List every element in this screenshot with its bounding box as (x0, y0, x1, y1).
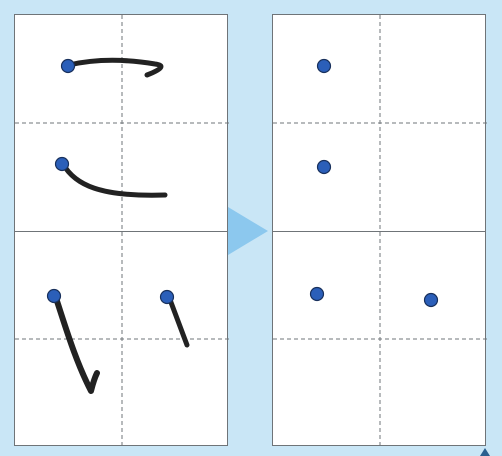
start-point-dot-icon (46, 288, 62, 304)
start-point-dot-icon (54, 156, 70, 172)
stroke-horizontal-hook (66, 57, 164, 78)
example-guide-lines (15, 15, 229, 447)
practice-start-dots (309, 58, 439, 308)
example-strokes-panel (14, 14, 229, 447)
example-start-dots (46, 58, 175, 305)
practice-cells (273, 15, 485, 445)
arrow-shape (228, 207, 268, 255)
practice-cell-bottom[interactable] (273, 231, 485, 447)
practice-svg (273, 15, 487, 447)
start-point-dot-icon (423, 292, 439, 308)
start-point-dot-icon (316, 58, 332, 74)
start-point-dot-icon (159, 289, 175, 305)
example-strokes-svg (15, 15, 229, 447)
stroke-short-falling (166, 294, 190, 348)
stroke-left-falling-hook (52, 292, 100, 394)
start-point-dot-icon (60, 58, 76, 74)
start-point-dot-icon (309, 286, 325, 302)
start-point-dot-icon (316, 159, 332, 175)
practice-panel (272, 14, 487, 447)
corner-triangle-shape (480, 448, 490, 456)
example-cells (15, 15, 227, 445)
practice-guide-lines (273, 15, 487, 447)
stroke-curved-tail (60, 161, 168, 198)
triangle-right-arrow-icon (228, 207, 268, 255)
example-cell-bottom (15, 231, 227, 447)
example-ink-strokes (52, 57, 190, 394)
corner-triangle-icon (480, 448, 490, 456)
